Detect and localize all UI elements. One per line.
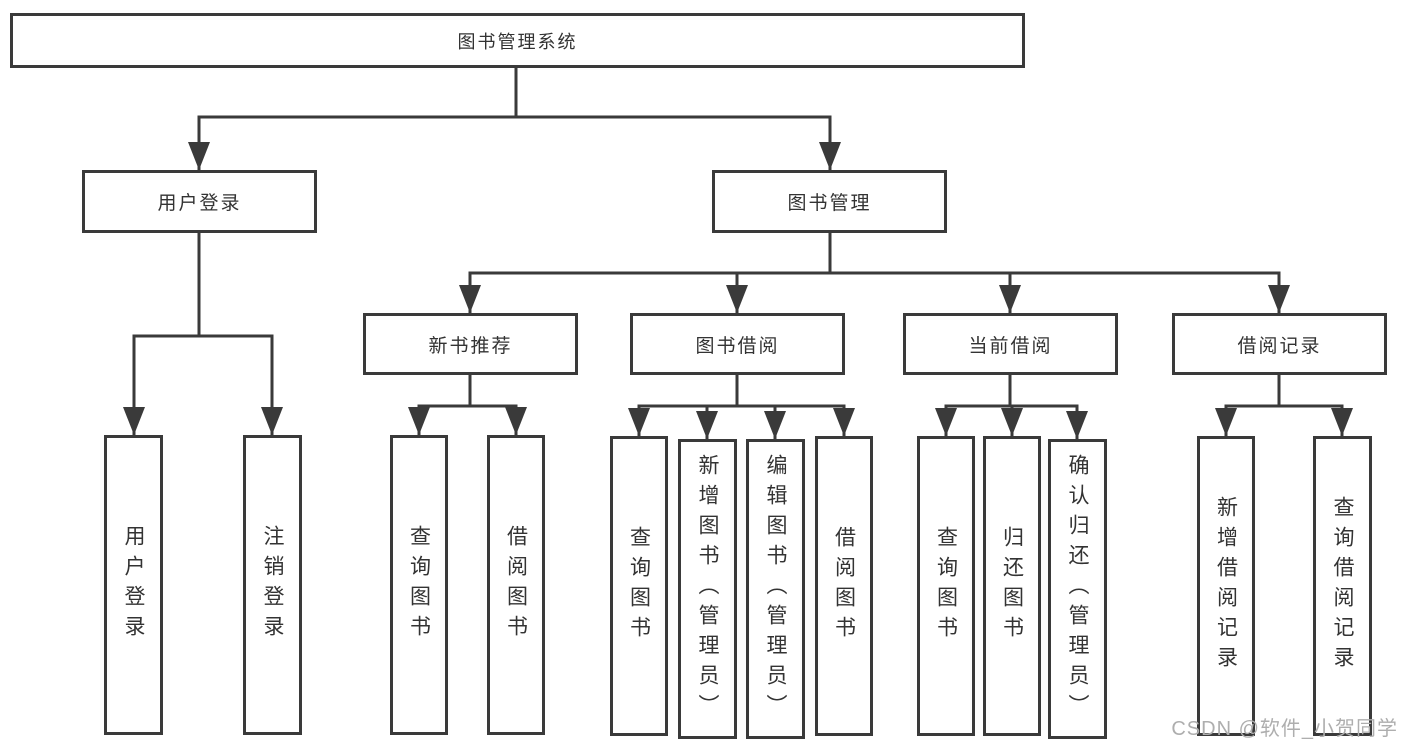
leaf-label: 借阅图书 [504, 525, 528, 645]
node-library-management-system: 图书管理系统 [10, 13, 1025, 68]
csdn-watermark: CSDN @软件_小贺同学 [1171, 718, 1398, 740]
connector-current-to-confirm [1010, 404, 1088, 439]
node-new-book-recommend: 新书推荐 [363, 313, 578, 375]
connector-records-to-query [1279, 404, 1353, 436]
leaf-records-add-record: 新增借阅记录 [1197, 436, 1255, 736]
node-label: 当前借阅 [968, 335, 1053, 357]
leaf-label: 新增借阅记录 [1214, 496, 1238, 676]
leaf-label: 确认归还（管理员） [1066, 454, 1090, 724]
node-label: 图书管理系统 [457, 31, 578, 52]
leaf-newbook-query-books: 查询图书 [390, 435, 448, 735]
leaf-label: 查询借阅记录 [1331, 496, 1355, 676]
connector-newbook-to-query [408, 374, 472, 435]
connector-borrow-to-add [696, 404, 737, 439]
leaf-borrow-query-books: 查询图书 [610, 436, 668, 736]
leaf-label: 借阅图书 [832, 526, 856, 646]
connector-bookmgmt-to-newbook [459, 271, 830, 313]
leaf-logout: 注销登录 [243, 435, 302, 735]
leaf-borrow-borrow-books: 借阅图书 [815, 436, 873, 736]
node-label: 借阅记录 [1237, 335, 1322, 357]
node-label: 图书管理 [787, 193, 872, 214]
leaf-label: 查询图书 [934, 526, 958, 646]
node-label: 用户登录 [157, 193, 242, 214]
connector-bookmgmt-to-current [830, 271, 1021, 313]
leaf-current-confirm-return-admin: 确认归还（管理员） [1048, 439, 1107, 739]
leaf-newbook-borrow-books: 借阅图书 [487, 435, 545, 735]
leaf-borrow-edit-books-admin: 编辑图书（管理员） [746, 439, 805, 739]
node-label: 图书借阅 [695, 335, 780, 357]
node-label: 新书推荐 [428, 335, 513, 357]
connector-current-to-query [935, 374, 1012, 436]
leaf-label: 编辑图书（管理员） [764, 454, 788, 724]
connector-userlogin-to-login [123, 232, 201, 435]
connector-borrow-to-query [628, 374, 739, 436]
leaf-label: 查询图书 [407, 525, 431, 645]
leaf-borrow-add-books-admin: 新增图书（管理员） [678, 439, 737, 739]
connector-userlogin-to-logout [199, 334, 283, 435]
connector-root-to-user-login [188, 115, 516, 170]
leaf-label: 新增图书（管理员） [696, 454, 720, 724]
node-current-borrowing: 当前借阅 [903, 313, 1118, 375]
node-user-login: 用户登录 [82, 170, 317, 233]
node-borrow-records: 借阅记录 [1172, 313, 1387, 375]
leaf-current-return-books: 归还图书 [983, 436, 1041, 736]
leaf-label: 注销登录 [261, 525, 285, 645]
leaf-records-query-record: 查询借阅记录 [1313, 436, 1372, 736]
connector-borrow-to-borrowbook [737, 404, 855, 436]
leaf-label: 用户登录 [122, 525, 146, 645]
node-book-borrowing: 图书借阅 [630, 313, 845, 375]
connector-bookmgmt-to-records [830, 271, 1290, 313]
connector-root-to-book-mgmt [516, 115, 841, 170]
connector-bookmgmt-to-borrow [726, 271, 830, 313]
connector-newbook-to-borrowbook [470, 404, 527, 435]
node-book-management: 图书管理 [712, 170, 947, 233]
connector-records-to-add [1215, 374, 1281, 436]
leaf-user-login: 用户登录 [104, 435, 163, 735]
connector-current-to-return [1001, 404, 1023, 436]
leaf-label: 查询图书 [627, 526, 651, 646]
connector-borrow-to-edit [737, 404, 786, 439]
leaf-current-query-books: 查询图书 [917, 436, 975, 736]
leaf-label: 归还图书 [1000, 526, 1024, 646]
